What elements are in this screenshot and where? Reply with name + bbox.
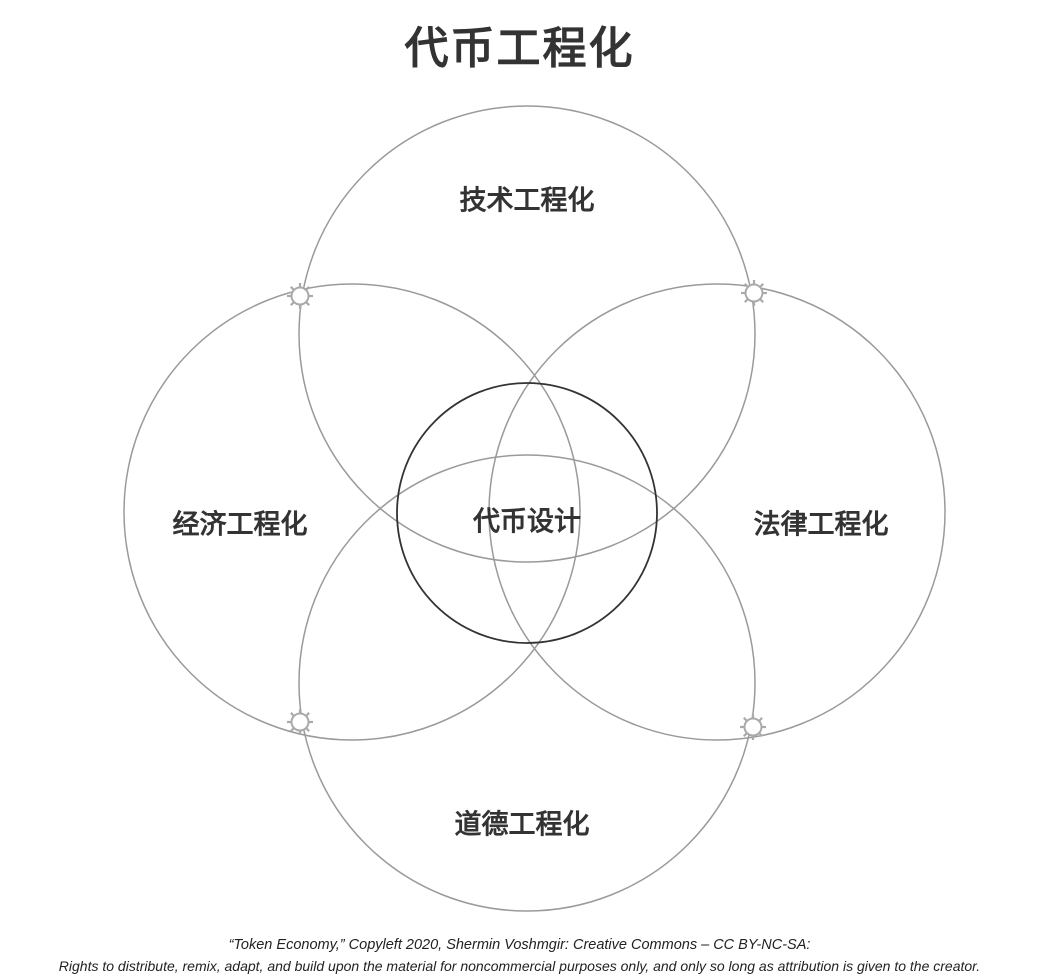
copyright-line: “Token Economy,” Copyleft 2020, Shermin … <box>228 937 811 953</box>
gear-icon <box>738 712 768 742</box>
gear-icon <box>285 281 315 311</box>
label-economic-engineering: 经济工程化 <box>172 509 308 541</box>
circle-token-design <box>396 382 658 644</box>
circle-economic <box>123 283 581 741</box>
circle-legal <box>488 283 946 741</box>
label-ethical-engineering: 道德工程化 <box>454 809 590 841</box>
diagram-title: 代币工程化 <box>404 23 635 74</box>
circle-ethical <box>298 454 756 912</box>
label-technical-engineering: 技术工程化 <box>459 185 595 217</box>
gear-icon <box>285 707 315 737</box>
label-token-design: 代币设计 <box>473 506 581 538</box>
license-line: Rights to distribute, remix, adapt, and … <box>58 958 981 974</box>
label-legal-engineering: 法律工程化 <box>753 509 889 541</box>
gear-icon <box>739 278 769 308</box>
circle-technical <box>298 105 756 563</box>
